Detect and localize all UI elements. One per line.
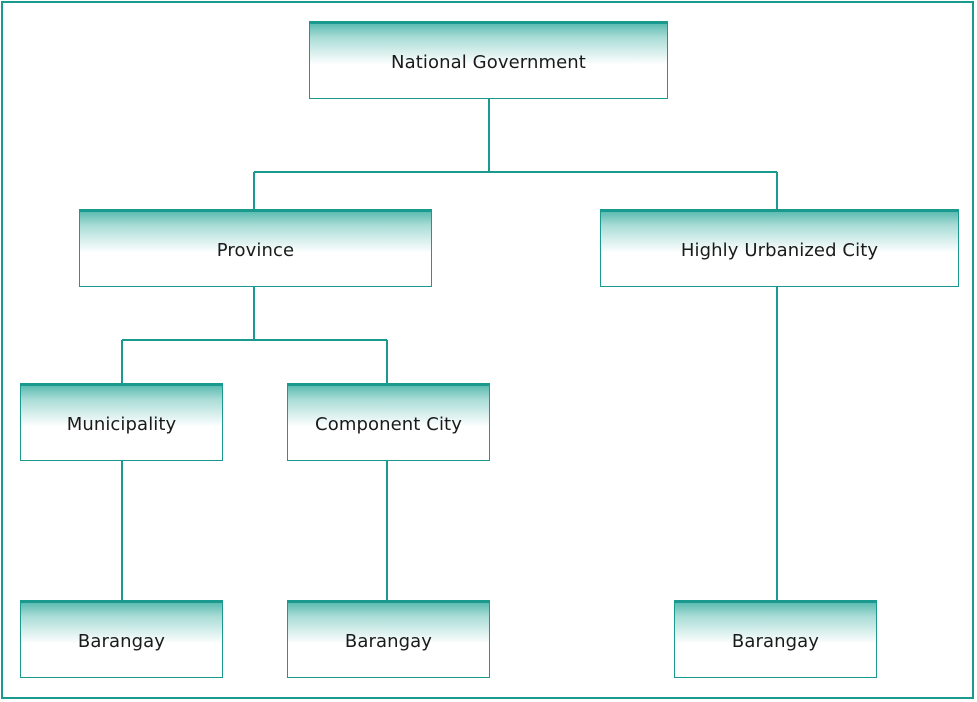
edge-province-to-level3: [121, 287, 388, 383]
edge-national-to-level2: [253, 99, 778, 209]
node-label: Barangay: [344, 630, 433, 652]
node-label: Province: [216, 239, 295, 261]
node-barangay-huc: Barangay: [674, 600, 877, 678]
node-province: Province: [79, 209, 432, 287]
node-component-city: Component City: [287, 383, 490, 461]
node-label: Barangay: [731, 630, 820, 652]
node-barangay-component-city: Barangay: [287, 600, 490, 678]
node-label: Barangay: [77, 630, 166, 652]
node-label: Highly Urbanized City: [680, 239, 879, 261]
node-national-government: National Government: [309, 21, 668, 99]
node-label: Component City: [315, 413, 462, 435]
node-barangay-municipality: Barangay: [20, 600, 223, 678]
node-label: Municipality: [66, 413, 177, 435]
node-municipality: Municipality: [20, 383, 223, 461]
node-label: National Government: [391, 51, 586, 73]
node-highly-urbanized-city: Highly Urbanized City: [600, 209, 959, 287]
